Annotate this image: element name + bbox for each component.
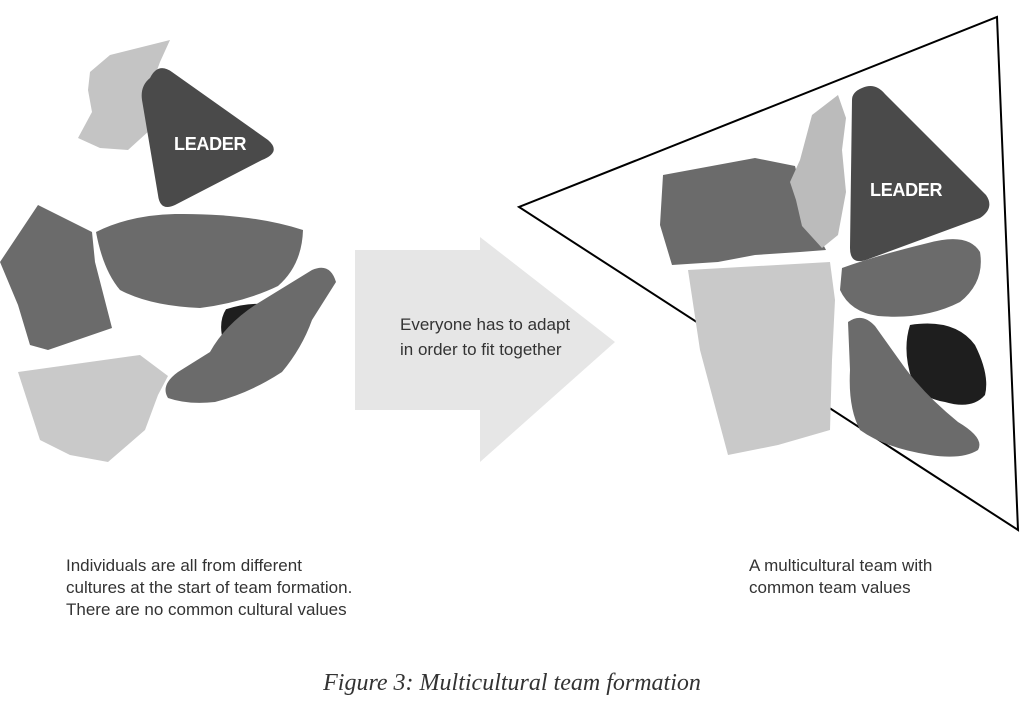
left-caption-line-2: cultures at the start of team formation. <box>66 578 353 597</box>
left-center-bowl-shape <box>96 213 303 308</box>
left-caption-line-3: There are no common cultural values <box>66 600 347 619</box>
right-leader-triangle <box>850 86 990 262</box>
arrow-text-line-1: Everyone has to adapt <box>400 315 570 334</box>
figure-caption: Figure 3: Multicultural team formation <box>323 670 701 696</box>
left-leader-label: LEADER <box>174 134 247 154</box>
right-caption-line-2: common team values <box>749 578 911 597</box>
right-light-shape <box>688 262 835 455</box>
left-caption: Individuals are all from different cultu… <box>66 555 352 621</box>
left-light-shape <box>18 355 168 462</box>
left-individuals-group: LEADER <box>0 40 336 462</box>
right-gray-bowl-shape <box>840 239 981 317</box>
left-leader-triangle <box>141 68 274 208</box>
adapt-arrow-group: Everyone has to adapt in order to fit to… <box>355 237 615 462</box>
left-mid-shape <box>0 205 112 350</box>
right-light-streak-shape <box>790 95 846 248</box>
right-team-group: LEADER <box>516 15 1020 532</box>
right-dark-blob-shape <box>906 323 987 405</box>
right-caption-line-1: A multicultural team with <box>749 556 933 575</box>
right-mid-shape <box>660 158 826 265</box>
right-foot-shape <box>848 317 980 457</box>
right-caption: A multicultural team with common team va… <box>749 555 932 599</box>
adapt-arrow <box>355 237 615 462</box>
arrow-text-line-2: in order to fit together <box>400 340 562 359</box>
left-foot-shape <box>165 267 336 403</box>
left-caption-line-1: Individuals are all from different <box>66 556 302 575</box>
right-leader-label: LEADER <box>870 180 943 200</box>
